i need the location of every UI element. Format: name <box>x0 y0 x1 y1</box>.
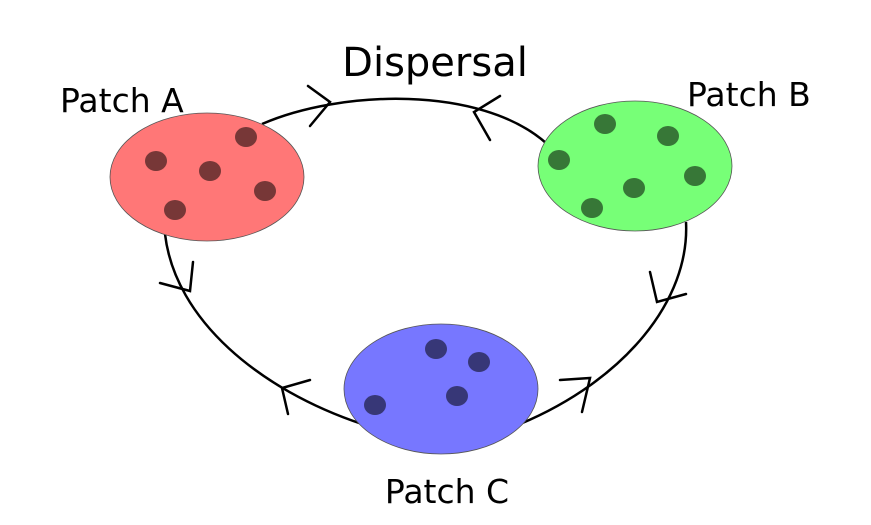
individual-dot <box>235 127 257 147</box>
arrow-left-icon <box>158 260 195 293</box>
patch-b-label: Patch B <box>687 75 811 114</box>
diagram-title: Dispersal <box>342 40 528 86</box>
arrow-bottom-right-icon <box>558 376 592 414</box>
arrow-top-left-icon <box>306 84 332 128</box>
patch-b-shape <box>537 100 733 232</box>
individual-dot <box>164 200 186 220</box>
patch-c-shape <box>343 323 539 455</box>
individual-dot <box>594 114 616 134</box>
patch-b: Patch B <box>537 75 811 232</box>
arrow-top-right-icon <box>472 94 502 142</box>
arrow-bottom-left-icon <box>280 378 312 416</box>
patch-c-individuals <box>364 339 490 415</box>
individual-dot <box>254 181 276 201</box>
patch-a-individuals <box>145 127 276 220</box>
path-a-to-b <box>261 97 547 144</box>
individual-dot <box>425 339 447 359</box>
individual-dot <box>548 150 570 170</box>
individual-dot <box>684 166 706 186</box>
patch-c-label: Patch C <box>385 472 509 511</box>
arrowheads <box>158 84 688 416</box>
patch-c: Patch C <box>343 323 539 511</box>
patch-b-individuals <box>548 114 706 218</box>
path-b-to-c <box>519 221 688 426</box>
individual-dot <box>446 386 468 406</box>
individual-dot <box>468 352 490 372</box>
path-c-to-a <box>163 233 363 426</box>
individual-dot <box>657 126 679 146</box>
patch-a-label: Patch A <box>60 81 184 120</box>
individual-dot <box>199 161 221 181</box>
individual-dot <box>623 178 645 198</box>
individual-dot <box>145 151 167 171</box>
individual-dot <box>364 395 386 415</box>
patch-a: Patch A <box>60 81 305 242</box>
dispersal-cycle <box>163 97 688 426</box>
arrow-right-icon <box>648 270 688 304</box>
individual-dot <box>581 198 603 218</box>
